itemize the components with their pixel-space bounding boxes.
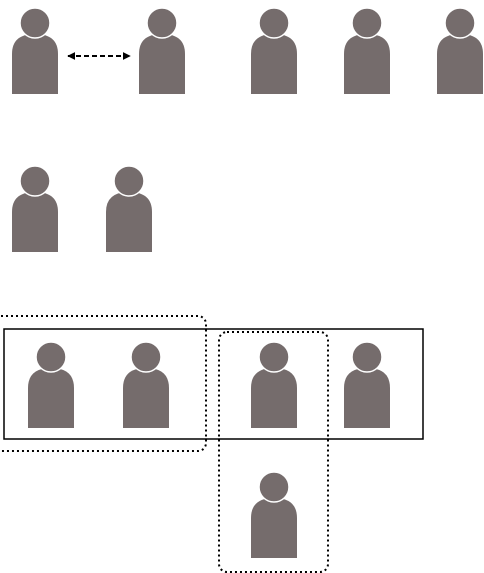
person-head [146,7,178,39]
person-head [444,7,476,39]
person-body [106,192,152,252]
person-head [113,165,145,197]
person-icon [123,341,169,428]
row-group-box [3,328,424,440]
person-icon [28,341,74,428]
person-icon [344,341,390,428]
person-icon [139,7,185,94]
person-head [19,7,51,39]
person-icon [106,165,152,252]
person-head [258,471,290,503]
person-body [28,368,74,428]
person-head [35,341,67,373]
person-body [344,368,390,428]
person-body [251,498,297,558]
person-body [251,368,297,428]
person-head [351,7,383,39]
person-head [19,165,51,197]
person-body [12,34,58,94]
person-head [351,341,383,373]
person-head [130,341,162,373]
person-body [344,34,390,94]
column-group-dotted-box [218,331,329,573]
row-1 [12,7,483,94]
person-icon [12,7,58,94]
person-body [12,192,58,252]
person-body [139,34,185,94]
row-2 [12,165,152,252]
person-body [123,368,169,428]
person-head [258,341,290,373]
row-4 [251,471,297,558]
person-icon [251,471,297,558]
person-icon [251,341,297,428]
person-icon [12,165,58,252]
person-icon [344,7,390,94]
person-body [437,34,483,94]
person-icon [251,7,297,94]
person-head [258,7,290,39]
left-group-dotted-box [0,315,207,452]
person-icon [437,7,483,94]
row-3 [28,341,390,428]
person-body [251,34,297,94]
